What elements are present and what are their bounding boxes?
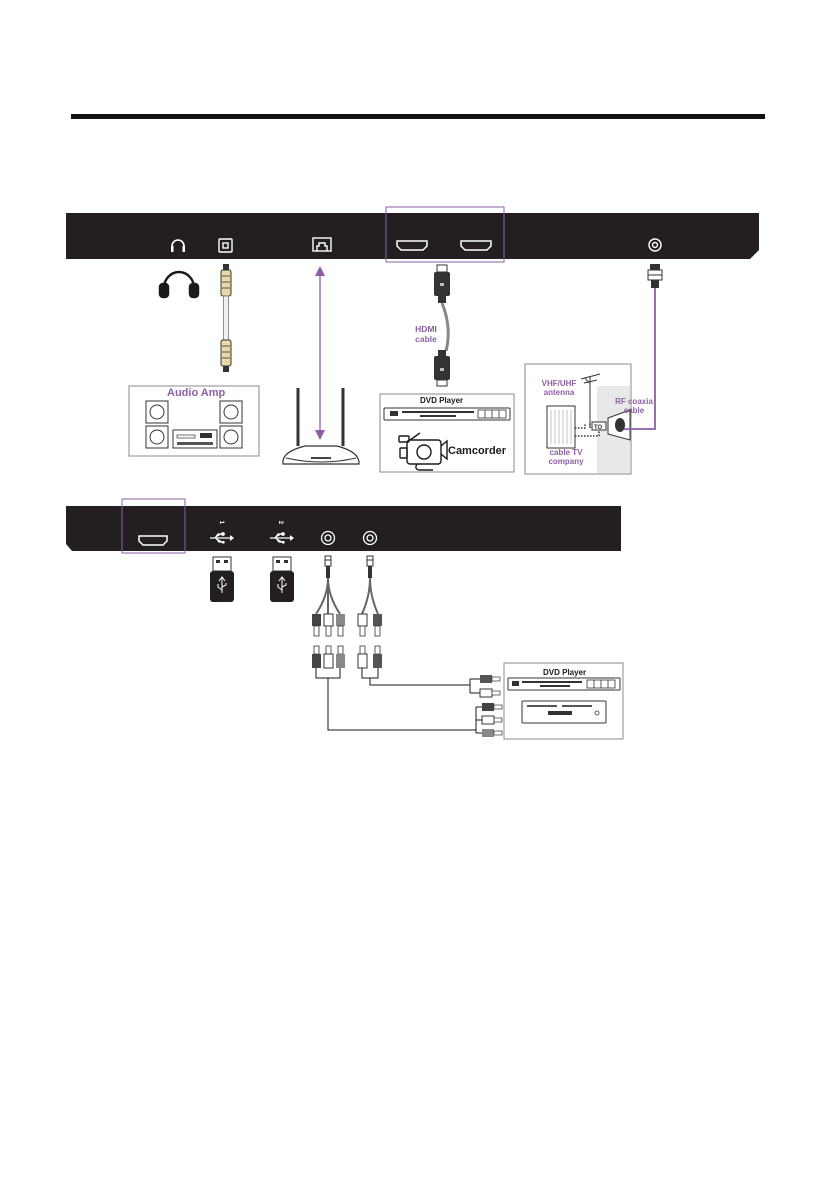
headphones-icon — [160, 272, 198, 297]
audio-amp-label: Audio Amp — [167, 387, 225, 400]
usb-stick-2-icon — [270, 557, 294, 602]
rca-plugs-side — [480, 675, 502, 737]
rf-coaxial-cable-label: RF coaxia cable — [606, 397, 662, 415]
dvd-player-bottom-label: DVD Player — [543, 668, 586, 677]
cable-tv-company-label: cable TV company — [541, 448, 591, 466]
av-cable-2-icon — [358, 556, 382, 636]
dvd-camcorder-box — [380, 394, 514, 472]
dvd-player-top-label: DVD Player — [420, 396, 463, 405]
svg-text:TO: TO — [594, 425, 603, 431]
router-device — [283, 388, 359, 464]
rca-plugs-row — [312, 646, 382, 668]
vhf-uhf-antenna-label: VHF/UHF antenna — [533, 379, 585, 397]
rf-plug-icon — [648, 264, 662, 288]
hdmi-cable-label: HDMI cable — [408, 325, 444, 345]
av-wires — [316, 668, 482, 733]
usb1-mark: 1 — [217, 521, 224, 524]
lan-arrow-icon — [315, 266, 325, 440]
tv-back-panel-top — [66, 213, 759, 259]
usb-stick-1-icon — [210, 557, 234, 602]
usb2-mark: 2 — [276, 521, 283, 524]
camcorder-label: Camcorder — [448, 445, 506, 458]
building-icon — [547, 406, 575, 448]
optical-cable-icon — [221, 264, 231, 372]
av-cable-1-icon — [312, 556, 345, 636]
